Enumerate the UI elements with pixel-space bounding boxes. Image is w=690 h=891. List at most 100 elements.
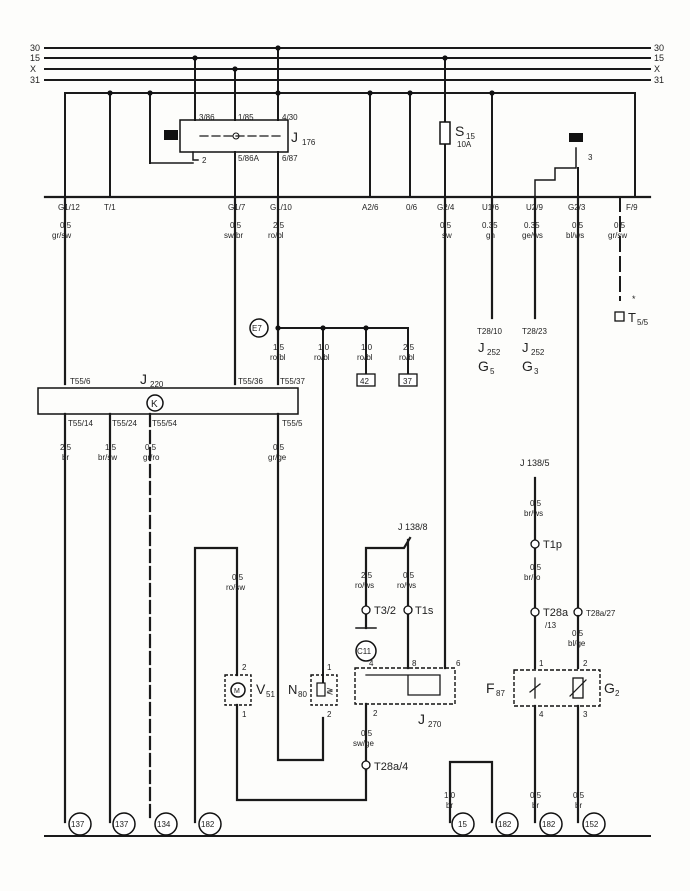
ref-circle-137-a: 137	[68, 812, 92, 836]
bottom-wire-size-1: 1.0	[444, 791, 456, 800]
fuse-rating: 10A	[457, 140, 472, 149]
wire-size-f: 0.35	[524, 221, 540, 230]
relay-pin-5-86a: 5/86A	[238, 154, 260, 163]
ecu-j220: J 220 K T55/6 T55/36 T55/37 T55/14 T55/2…	[37, 371, 305, 428]
j270-label: J	[418, 711, 425, 727]
bus-label-x-left: X	[30, 64, 36, 74]
j270-label-sub: 270	[428, 720, 442, 729]
g3-unit-sub: 252	[531, 348, 545, 357]
ref-circle-137-b: 137	[112, 812, 136, 836]
ground-marker-3: 3	[534, 133, 593, 198]
bus-label-30-left: 30	[30, 43, 40, 53]
valve-symbol: ≷	[326, 686, 334, 696]
motor-v51: 0.5 ro/sw M 2 1 V 51	[193, 546, 368, 824]
g3-label-sub: 3	[534, 367, 539, 376]
relay-label: J	[291, 129, 298, 145]
t1p-wire-color-2: br/ro	[524, 573, 541, 582]
ref-182-c: 182	[542, 820, 556, 829]
ref-circle-134: 134	[154, 812, 178, 836]
j138-wire-color-1: ro/ws	[355, 581, 374, 590]
wire-color-h: gr/sw	[608, 231, 627, 240]
bottom-rail: 137 137 134 182 15 182 182 152	[44, 812, 651, 837]
conn-a2-6: A2/6	[362, 203, 379, 212]
ref-182-a: 182	[201, 820, 215, 829]
fuse-label-sub: 15	[466, 132, 475, 141]
relay-pin-3-86: 3/86	[199, 113, 215, 122]
g5-label-sub: 5	[490, 367, 495, 376]
ecu-wires: 2.5 br 1.5 br/sw 0.5 gr/ro 0.5 gr/ge	[60, 412, 325, 824]
relay-label-sub: 176	[302, 138, 316, 147]
wire-color-e: gn	[486, 231, 495, 240]
bottom-wire-color-1: br	[446, 801, 453, 810]
sensor-labels: T28/10 J 252 G 5 T28/23 J 252 G 3 T 5/5 …	[477, 294, 649, 376]
valve-pin-1: 1	[327, 663, 332, 672]
wire-color-d: sw	[442, 231, 452, 240]
connector-strip: G1/12 T/1 G1/7 G1/10 A2/6 0/6 G2/4 U1/6 …	[43, 195, 652, 212]
relay-pin-4-30: 4/30	[282, 113, 298, 122]
conn-u1-6: U1/6	[482, 203, 499, 212]
bus-label-31-left: 31	[30, 75, 40, 85]
splice-wire-color-2: ro/bl	[314, 353, 330, 362]
t1p-wire-size-2: 0.5	[530, 563, 542, 572]
relay-j176: 3/86 1/85 4/30 5/86A 6/87 2 J 176	[164, 113, 316, 198]
j270-pin-2: 2	[373, 709, 378, 718]
g5-unit: J	[478, 340, 485, 355]
wire-size-g: 0.5	[572, 221, 584, 230]
ecu-wire-size-1: 2.5	[60, 443, 72, 452]
ecu-k-mark: K	[151, 399, 158, 410]
ecu-pin-t55-6: T55/6	[70, 377, 91, 386]
ecu-wire-size-3: 0.5	[145, 443, 157, 452]
motor-label-sub: 51	[266, 690, 275, 699]
splice-wire-size-1: 1.5	[273, 343, 285, 352]
j138-5-label: J 138/5	[520, 458, 550, 468]
splice-wire-color-4: ro/bl	[399, 353, 415, 362]
v51-wire-color: ro/sw	[226, 583, 245, 592]
f87-label: F	[486, 680, 495, 696]
conn-g1-7: G1/7	[228, 203, 246, 212]
splice-ref-37: 37	[403, 377, 412, 386]
g2-pin-2: 2	[583, 659, 588, 668]
motor-pin-2: 2	[242, 663, 247, 672]
relay-marker-2: 2	[202, 156, 207, 165]
j270-pin-4: 4	[369, 659, 374, 668]
f87-pin-4: 4	[539, 710, 544, 719]
t55-terminal-box	[614, 311, 625, 322]
c11-label: C11	[357, 647, 372, 656]
ecu-wire-color-3: gr/ro	[143, 453, 160, 462]
j138-wire-size-1: 2.5	[361, 571, 373, 580]
j270-wire-size: 0.5	[361, 729, 373, 738]
t32-label: T3/2	[374, 605, 396, 617]
ref-137-a: 137	[71, 820, 85, 829]
valve-pin-2: 2	[327, 710, 332, 719]
module-j270: 4 8 6 2 J 270 0.5 sw/ge T28a/4	[353, 659, 461, 773]
ref-circle-182-b: 182	[495, 812, 519, 836]
j138-8-label: J 138/8	[398, 522, 428, 532]
f87-pin-1: 1	[539, 659, 544, 668]
bottom-wire-size-3: 0.5	[573, 791, 585, 800]
valve-n80: ≷ N 80 1 2	[288, 663, 338, 719]
g2-label-sub: 2	[615, 689, 620, 698]
g5-label: G	[478, 358, 489, 374]
g5-unit-sub: 252	[487, 348, 501, 357]
j138-8-branch: J 138/8 2.5 ro/ws 0.5 ro/ws T3/2 T1s C11	[355, 522, 434, 670]
j270-pin-6: 6	[456, 659, 461, 668]
ecu-label: J	[140, 371, 147, 387]
g5-pin: T28/10	[477, 327, 502, 336]
bus-bars: 30 15 X 31 30 15 X 31	[30, 43, 664, 85]
splice-wire-color-3: ro/bl	[357, 353, 373, 362]
ecu-pin-t55-54: T55/54	[152, 419, 177, 428]
wire-ref-15: 1.0 br	[444, 760, 494, 824]
v51-wire-size: 0.5	[232, 573, 244, 582]
wire-size-h: 0.5	[614, 221, 626, 230]
wires-top: 0.5 gr/sw 0.5 sw/br 2.5 ro/bl 0.5 sw 0.3…	[52, 195, 627, 670]
ref-circle-15: 15	[451, 812, 475, 836]
motor-label: V	[256, 681, 266, 697]
g3-pin: T28/23	[522, 327, 547, 336]
ecu-label-sub: 220	[150, 380, 164, 389]
relay-marker-block	[164, 130, 178, 140]
fuse-s15: S 15 10A	[439, 121, 475, 149]
j138-wire-size-2: 0.5	[403, 571, 415, 580]
ref-15: 15	[458, 820, 467, 829]
ecu-pin-t55-5: T55/5	[282, 419, 303, 428]
